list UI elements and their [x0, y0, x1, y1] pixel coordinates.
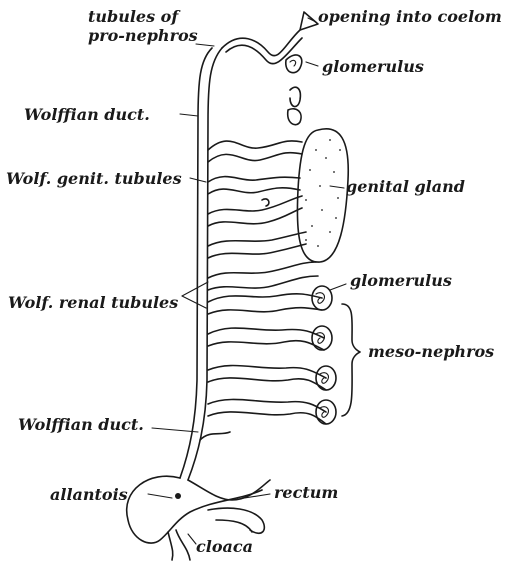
genital-tubule-3 [208, 196, 302, 214]
label-tubules-of: tubules of [88, 8, 178, 26]
label-opening-into-coelom: opening into coelom [318, 8, 502, 26]
genital-tubule-2 [208, 177, 300, 182]
genital-gland-stipple [305, 139, 341, 247]
label-wolf-renal-tubules: Wolf. renal tubules [8, 294, 178, 312]
wolffian-duct-inner [188, 48, 222, 480]
label-meso-nephros: meso-nephros [368, 343, 494, 361]
label-wolffian-duct-bottom: Wolffian duct. [18, 416, 144, 434]
renal-tubule-1 [208, 262, 316, 278]
label-wolf-genit-tubules: Wolf. genit. tubules [6, 170, 182, 188]
mesonephros-glomeruli [312, 286, 336, 424]
renal-tubule-5 [208, 399, 326, 412]
label-genital-gland: genital gland [346, 178, 465, 196]
genital-gland [297, 129, 348, 262]
label-cloaca: cloaca [196, 538, 253, 556]
meso-nephros-bracket [342, 304, 360, 416]
coelom-opening [300, 12, 318, 30]
label-glomerulus-mid: glomerulus [350, 272, 452, 290]
label-glomerulus-top: glomerulus [322, 58, 424, 76]
genital-tubule-4 [208, 232, 306, 246]
pronephros-glomerulus-top [286, 55, 302, 73]
label-allantois: allantois [50, 486, 128, 504]
renal-tubule-2 [208, 294, 322, 302]
label-wolffian-duct-top: Wolffian duct. [24, 106, 150, 124]
leader-lines [148, 18, 346, 544]
label-rectum: rectum [274, 484, 338, 502]
renal-tubule-3 [208, 328, 324, 338]
renal-tubule-4 [208, 365, 326, 378]
genital-tubule-1 [208, 141, 302, 150]
allantois-dot [175, 493, 181, 499]
label-pro-nephros: pro-nephros [88, 27, 198, 45]
